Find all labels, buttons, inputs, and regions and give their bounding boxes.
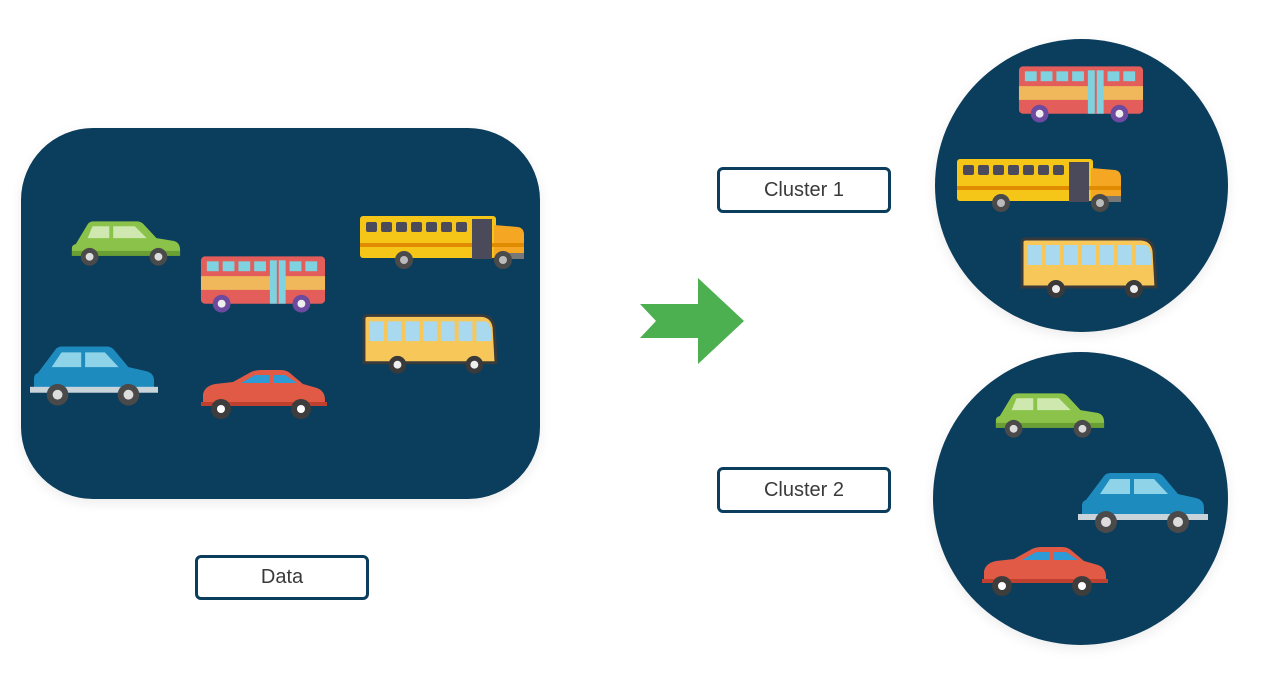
double-decker-bus-icon: [1017, 64, 1145, 124]
small-car-icon: [66, 218, 184, 268]
school-bus-icon: [358, 213, 528, 273]
arrow-right-icon: [640, 278, 744, 364]
cluster-1-label: Cluster 1: [717, 167, 891, 213]
school-bus-icon: [955, 156, 1125, 216]
cluster-2-label: Cluster 2: [717, 467, 891, 513]
hatchback-icon: [30, 343, 158, 408]
hatchback-icon: [1078, 470, 1208, 535]
city-bus-icon: [362, 313, 500, 378]
small-car-icon: [990, 390, 1108, 440]
city-bus-icon: [1020, 237, 1160, 302]
sedan-icon: [198, 368, 330, 423]
sedan-icon: [980, 545, 1110, 600]
data-panel: [21, 128, 540, 499]
data-label: Data: [195, 555, 369, 600]
double-decker-bus-icon: [199, 254, 327, 314]
